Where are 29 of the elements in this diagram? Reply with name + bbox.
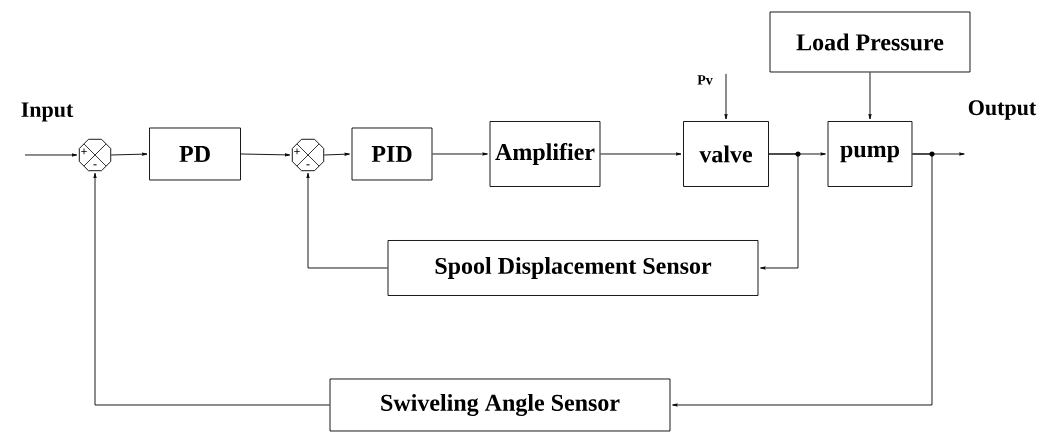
arrow: [600, 152, 682, 156]
arrow: [110, 152, 148, 156]
arrow: [724, 73, 728, 120]
block-box: PID: [351, 127, 433, 181]
arrow: [432, 152, 488, 156]
block-box: Amplifier: [489, 121, 601, 187]
block-box: Spool Displacement Sensor: [387, 240, 759, 296]
arrow: [672, 153, 933, 407]
arrow: [24, 153, 78, 157]
minus-sign: -: [92, 164, 98, 168]
block-box: Swiveling Angle Sensor: [329, 378, 671, 432]
arrow: [868, 72, 872, 120]
block-box: Load Pressure: [769, 11, 971, 73]
block-box: PD: [149, 127, 241, 181]
plus-sign: +: [80, 148, 88, 156]
summing-junction: [291, 138, 325, 172]
block-box: pump: [827, 121, 913, 187]
input-label: Input: [20, 102, 74, 122]
minus-sign: -: [305, 164, 311, 168]
arrow: [306, 172, 388, 269]
summing-junction: [78, 138, 112, 172]
arrow: [240, 153, 291, 157]
arrow: [323, 152, 350, 156]
signal-label: Pv: [697, 75, 713, 85]
arrow: [760, 153, 799, 270]
output-label: Output: [968, 100, 1037, 120]
block-box: valve: [683, 121, 769, 187]
arrow: [93, 172, 330, 406]
plus-sign: +: [293, 148, 301, 156]
